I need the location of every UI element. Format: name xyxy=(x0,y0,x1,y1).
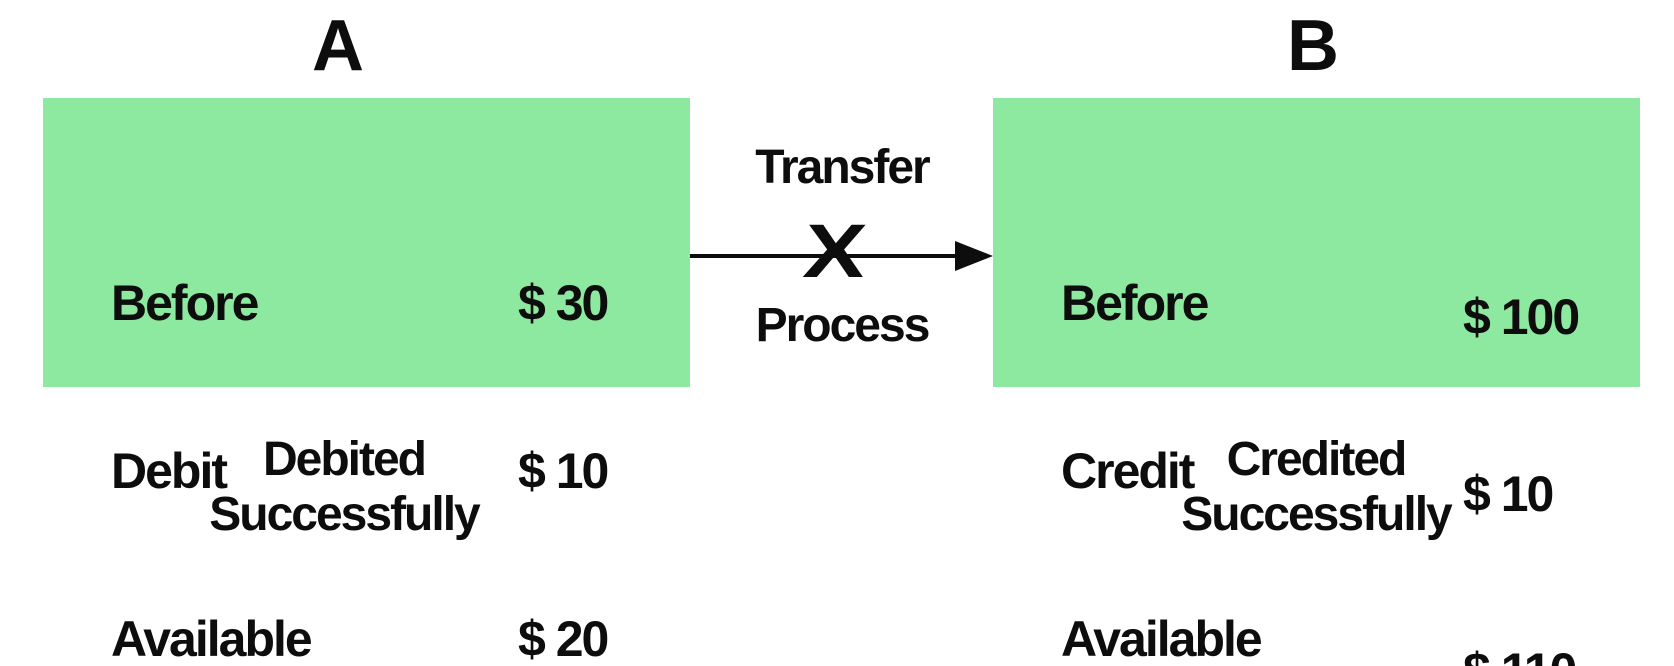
account-a-row-label: Debit xyxy=(111,443,228,499)
account-b-row-value: $ 100 xyxy=(1463,289,1580,345)
account-b-row-label: Available xyxy=(1061,611,1263,666)
account-a-values: $ 30 $ 10 $ 20 xyxy=(518,163,609,666)
account-a-caption: Debited Successfully xyxy=(184,432,504,542)
account-b-labels: Before Credit Available xyxy=(1061,163,1263,666)
failure-cross-icon: X xyxy=(800,209,870,294)
account-b-title: B xyxy=(1287,6,1339,86)
account-b-caption-line2: Successfully xyxy=(1181,488,1452,541)
account-a-box: Before Debit Available $ 30 $ 10 $ 20 xyxy=(43,98,690,666)
transfer-arrow-icon xyxy=(690,241,993,271)
account-a-row-value: $ 20 xyxy=(518,611,609,666)
account-b-caption-line1: Credited xyxy=(1226,433,1408,486)
account-a-row-value: $ 10 xyxy=(518,443,609,499)
account-b-row-label: Credit xyxy=(1061,443,1195,499)
account-a-row-value: $ 30 xyxy=(518,275,609,331)
account-a-caption-line2: Successfully xyxy=(209,488,480,541)
account-b-row-value: $ 10 xyxy=(1463,466,1554,522)
account-b-caption: Credited Successfully xyxy=(1156,432,1476,542)
account-a-labels: Before Debit Available xyxy=(111,163,313,666)
account-b-values: $ 100 $ 10 $ 110 xyxy=(1463,170,1580,666)
account-a-caption-line1: Debited xyxy=(262,433,427,486)
account-b-row-label: Before xyxy=(1061,275,1209,331)
account-a-row-label: Before xyxy=(111,275,259,331)
account-a-row-label: Available xyxy=(111,611,313,666)
process-label: Process xyxy=(755,299,931,352)
account-b-box: Before Credit Available $ 100 $ 10 $ 110 xyxy=(993,98,1640,666)
transfer-label: Transfer xyxy=(755,141,930,194)
account-b-row-value: $ 110 xyxy=(1463,642,1578,666)
account-a-title: A xyxy=(312,6,364,86)
